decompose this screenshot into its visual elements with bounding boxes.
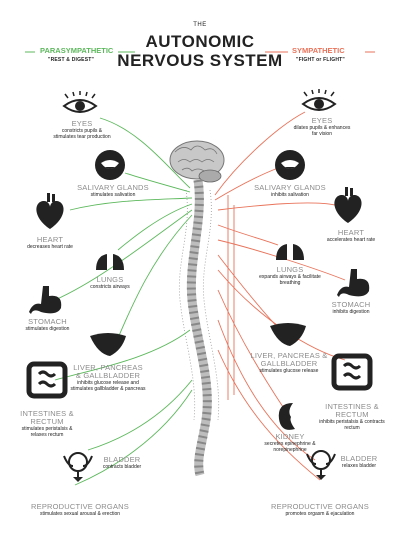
sympathetic-title: SYMPATHETIC bbox=[292, 46, 345, 55]
organ-desc: expands airways & facilitate breathing bbox=[259, 274, 321, 286]
heart-icon bbox=[334, 187, 362, 223]
para-salivary: SALIVARY GLANDS stimulates salivation bbox=[68, 183, 158, 199]
organ-name: EYES bbox=[311, 116, 333, 125]
para-stomach: STOMACH stimulates digestion bbox=[10, 317, 85, 333]
organ-desc: constricts airways bbox=[90, 284, 130, 290]
organ-desc: contracts bladder bbox=[102, 464, 142, 470]
organ-desc: stimulates salivation bbox=[90, 192, 136, 198]
organ-desc: inhibits peristalsis & contracts rectum bbox=[319, 419, 385, 431]
organ-name: INTESTINES & RECTUM bbox=[20, 409, 74, 426]
lungs-icon bbox=[96, 242, 124, 270]
stomach-icon bbox=[337, 269, 370, 297]
liver-icon bbox=[90, 333, 126, 356]
organ-desc: relaxes bladder bbox=[341, 463, 377, 469]
organ-name: HEART bbox=[337, 228, 365, 237]
heart-icon bbox=[36, 193, 64, 229]
parasympathetic-title: PARASYMPATHETIC bbox=[40, 46, 114, 55]
organ-desc: accelerates heart rate bbox=[326, 237, 376, 243]
symp-salivary: SALIVARY GLANDS inhibits salivation bbox=[245, 183, 335, 199]
organ-name: STOMACH bbox=[28, 317, 67, 326]
parasympathetic-subtitle: "REST & DIGEST" bbox=[48, 57, 95, 63]
symp-reproductive: REPRODUCTIVE ORGANS promotes orgasm & ej… bbox=[265, 502, 375, 518]
sympathetic-subtitle: "FIGHT or FLIGHT" bbox=[296, 57, 345, 63]
spine-illustration bbox=[178, 179, 220, 477]
organ-name: LIVER, PANCREAS & GALLBLADDER bbox=[73, 363, 143, 380]
mouth-icon bbox=[95, 150, 125, 180]
page-title-line2: NERVOUS SYSTEM bbox=[117, 51, 283, 70]
para-eyes: EYES constricts pupils & stimulates tear… bbox=[52, 119, 112, 141]
symp-stomach: STOMACH inhibits digestion bbox=[320, 300, 382, 316]
para-liver: LIVER, PANCREAS & GALLBLADDER inhibits g… bbox=[70, 363, 146, 393]
organ-desc: constricts pupils & stimulates tear prod… bbox=[53, 128, 111, 140]
organ-desc: stimulates glucose release bbox=[259, 368, 319, 374]
symp-liver: LIVER, PANCREAS & GALLBLADDER stimulates… bbox=[250, 351, 328, 375]
symp-heart: HEART accelerates heart rate bbox=[315, 228, 387, 244]
para-heart: HEART decreases heart rate bbox=[10, 235, 90, 251]
organ-desc: promotes orgasm & ejaculation bbox=[285, 511, 355, 517]
symp-bladder: BLADDER relaxes bladder bbox=[333, 454, 385, 470]
organ-name: LUNGS bbox=[276, 265, 304, 274]
liver-icon bbox=[270, 323, 306, 346]
mouth-icon bbox=[275, 150, 305, 180]
organ-name: BLADDER bbox=[340, 454, 378, 463]
organ-desc: inhibits glucose release and stimulates … bbox=[70, 380, 146, 392]
organ-name: KIDNEY bbox=[275, 432, 305, 441]
pre-title: THE bbox=[193, 22, 207, 28]
symp-lungs: LUNGS expands airways & facilitate breat… bbox=[254, 265, 326, 287]
organ-desc: inhibits salivation bbox=[271, 192, 309, 198]
organ-desc: decreases heart rate bbox=[27, 244, 73, 250]
bladder-icon bbox=[63, 452, 93, 482]
organ-name: LUNGS bbox=[96, 275, 124, 284]
organ-name: BLADDER bbox=[103, 455, 141, 464]
para-lungs: LUNGS constricts airways bbox=[75, 275, 145, 291]
kidney-icon bbox=[278, 403, 295, 430]
organ-name: EYES bbox=[71, 119, 93, 128]
organ-name: INTESTINES & RECTUM bbox=[325, 402, 379, 419]
organ-name: STOMACH bbox=[331, 300, 371, 309]
organ-name: SALIVARY GLANDS bbox=[254, 183, 326, 192]
organ-name: LIVER, PANCREAS & GALLBLADDER bbox=[250, 351, 328, 368]
page-title-line1: AUTONOMIC bbox=[145, 32, 255, 51]
brain-illustration bbox=[169, 140, 225, 183]
para-intestines: INTESTINES & RECTUM stimulates peristals… bbox=[14, 409, 80, 439]
organ-desc: inhibits digestion bbox=[332, 309, 370, 315]
para-reproductive: REPRODUCTIVE ORGANS stimulates sexual ar… bbox=[25, 502, 135, 518]
organ-desc: stimulates digestion bbox=[25, 326, 70, 332]
organ-desc: stimulates peristalsis & relaxes rectum bbox=[21, 426, 73, 438]
para-bladder: BLADDER contracts bladder bbox=[92, 455, 152, 471]
organ-desc: stimulates sexual arousal & erection bbox=[39, 511, 121, 517]
intestines-icon bbox=[26, 361, 68, 399]
symp-intestines: INTESTINES & RECTUM inhibits peristalsis… bbox=[318, 402, 386, 432]
stomach-icon bbox=[29, 286, 62, 314]
organ-name: REPRODUCTIVE ORGANS bbox=[271, 502, 369, 511]
parasympathetic-nerve-lines bbox=[54, 117, 193, 486]
eye-icon bbox=[301, 89, 337, 111]
symp-kidney: KIDNEY secretes epinephrine & norepineph… bbox=[258, 432, 322, 454]
eye-icon bbox=[62, 91, 98, 113]
organ-name: HEART bbox=[36, 235, 64, 244]
lungs-icon bbox=[276, 232, 304, 260]
bladder-icon bbox=[306, 450, 336, 480]
organ-name: SALIVARY GLANDS bbox=[77, 183, 149, 192]
organ-name: REPRODUCTIVE ORGANS bbox=[31, 502, 129, 511]
organ-desc: secretes epinephrine & norepinephrine bbox=[264, 441, 316, 453]
intestines-icon bbox=[331, 353, 373, 391]
symp-eyes: EYES dilates pupils & enhances far visio… bbox=[292, 116, 352, 138]
organ-desc: dilates pupils & enhances far vision bbox=[293, 125, 351, 137]
